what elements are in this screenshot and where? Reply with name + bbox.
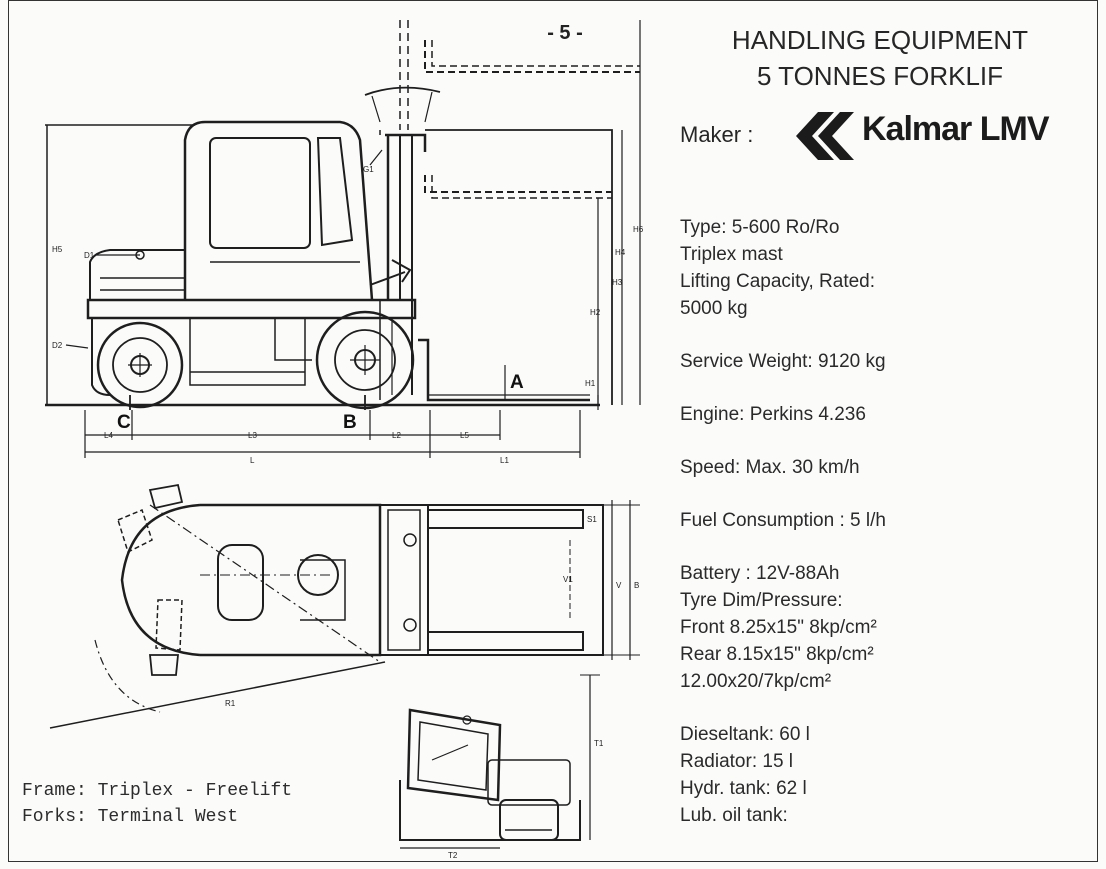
label-dim-h4: H4: [615, 248, 626, 257]
kalmar-logo: Kalmar LMV: [788, 108, 1098, 164]
spec-lube-oil-tank: Lub. oil tank:: [680, 805, 788, 826]
spec-tyre-front: Front 8.25x15" 8kp/cm²: [680, 617, 877, 638]
spec-engine: Engine: Perkins 4.236: [680, 404, 866, 425]
maker-label: Maker :: [680, 122, 754, 147]
kalmar-chevron-icon: [796, 112, 854, 160]
spec-gap: [680, 375, 1080, 401]
forklift-side-view: [45, 20, 641, 458]
label-dim-v: V: [616, 581, 622, 590]
label-dim-h1: H1: [585, 379, 596, 388]
label-dim-l1: L1: [500, 456, 509, 465]
spec-speed: Speed: Max. 30 km/h: [680, 457, 860, 478]
spec-gap: [680, 534, 1080, 560]
label-dim-l2: L2: [392, 431, 401, 440]
title-line-1: HANDLING EQUIPMENT: [731, 25, 1029, 55]
spec-mast: Triplex mast: [680, 244, 783, 265]
spec-service-weight: Service Weight: 9120 kg: [680, 351, 886, 372]
spec-tyre-label: Tyre Dim/Pressure:: [680, 590, 843, 611]
label-dim-h5: H5: [52, 245, 63, 254]
label-dim-h6: H6: [633, 225, 644, 234]
label-dim-h3: H3: [612, 278, 623, 287]
specifications-list: Type: 5-600 Ro/Ro Triplex mast Lifting C…: [680, 214, 1080, 829]
logo-text: Kalmar LMV: [862, 110, 1049, 148]
note-frame: Frame: Triplex - Freelift: [22, 781, 293, 801]
spec-tyre-alt: 12.00x20/7kp/cm²: [680, 671, 832, 692]
label-dim-g1: G1: [363, 165, 374, 174]
label-dim-d2: D2: [52, 341, 63, 350]
label-dim-l4: L4: [104, 431, 113, 440]
spec-lifting-capacity-value: 5000 kg: [680, 298, 748, 319]
label-dim-t1: T1: [594, 739, 604, 748]
forklift-top-view: [49, 483, 640, 729]
label-dim-v1: V1: [563, 575, 573, 584]
spec-type: Type: 5-600 Ro/Ro: [680, 217, 840, 238]
page-border: [8, 0, 1098, 862]
spec-radiator: Radiator: 15 l: [680, 751, 794, 772]
spec-dieseltank: Dieseltank: 60 l: [680, 724, 810, 745]
label-dim-b: B: [634, 581, 639, 590]
label-dim-l3: L3: [248, 431, 257, 440]
label-point-c: C: [117, 412, 131, 433]
label-dim-s1: S1: [587, 515, 597, 524]
spec-gap: [680, 695, 1080, 721]
label-dim-r1: R1: [225, 699, 236, 708]
spec-gap: [680, 322, 1080, 348]
forklift-front-view: [399, 674, 600, 849]
page-number: - 5 -: [547, 22, 583, 44]
spec-gap: [680, 481, 1080, 507]
label-dim-h2: H2: [590, 308, 601, 317]
page-title: HANDLING EQUIPMENT 5 TONNES FORKLIF: [680, 22, 1080, 94]
label-dim-l5: L5: [460, 431, 469, 440]
label-dim-d1: D1: [84, 251, 95, 260]
label-dim-l: L: [250, 456, 255, 465]
spec-hydraulic-tank: Hydr. tank: 62 l: [680, 778, 807, 799]
spec-gap: [680, 428, 1080, 454]
spec-tyre-rear: Rear 8.15x15" 8kp/cm²: [680, 644, 874, 665]
spec-battery: Battery : 12V-88Ah: [680, 563, 840, 584]
spec-fuel-consumption: Fuel Consumption : 5 l/h: [680, 510, 886, 531]
label-point-b: B: [343, 412, 357, 433]
title-line-2: 5 TONNES FORKLIF: [756, 61, 1004, 91]
spec-lifting-capacity-label: Lifting Capacity, Rated:: [680, 271, 876, 292]
label-dim-t2: T2: [448, 851, 458, 860]
label-point-a: A: [510, 372, 524, 393]
note-forks: Forks: Terminal West: [22, 807, 239, 827]
